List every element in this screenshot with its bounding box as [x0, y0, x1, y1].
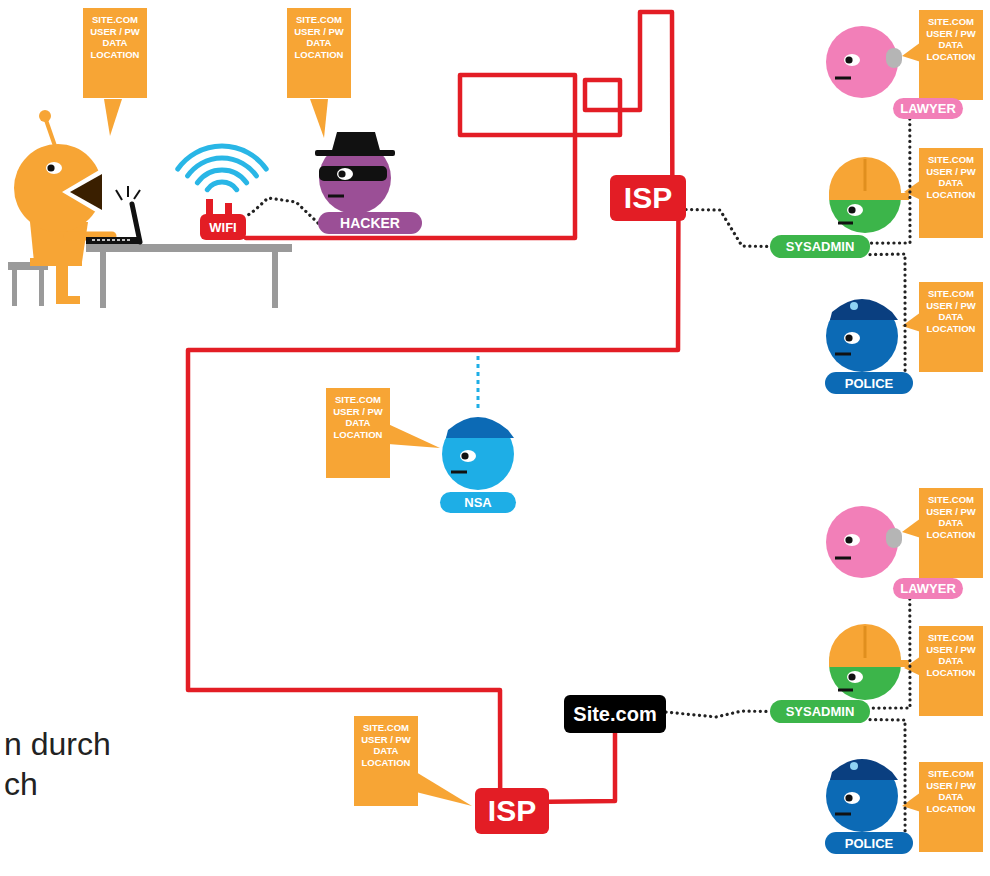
access-link	[686, 210, 770, 247]
wiretap-line	[477, 356, 480, 410]
role-label: NSA	[440, 492, 516, 513]
lawyer-figure	[826, 506, 902, 578]
police-figure	[826, 759, 898, 832]
role-label: LAWYER	[893, 578, 963, 599]
speech-bubble: SITE.COM USER / PW DATA LOCATION	[919, 148, 983, 238]
node-label: LAWYER	[900, 101, 956, 116]
bubble-text: SITE.COM USER / PW DATA LOCATION	[86, 14, 144, 60]
speech-bubble: SITE.COM USER / PW DATA LOCATION	[287, 8, 351, 98]
access-link	[246, 198, 318, 223]
node-label: Site.com	[573, 703, 656, 726]
node-label: ISP	[624, 181, 672, 215]
bubble-text: SITE.COM USER / PW DATA LOCATION	[329, 394, 387, 440]
access-link	[666, 711, 770, 717]
node-label: HACKER	[340, 215, 400, 231]
user-figure	[8, 110, 112, 306]
isp-box: ISP	[610, 175, 686, 221]
speech-bubble: SITE.COM USER / PW DATA LOCATION	[326, 388, 390, 478]
speech-bubble: SITE.COM USER / PW DATA LOCATION	[919, 282, 983, 372]
bubble-text: SITE.COM USER / PW DATA LOCATION	[922, 154, 980, 200]
hacker-figure	[315, 132, 395, 214]
node-label: POLICE	[845, 836, 893, 851]
site-box: Site.com	[564, 695, 666, 733]
node-label: SYSADMIN	[786, 704, 855, 719]
access-link	[870, 720, 905, 832]
network-cable	[188, 221, 678, 788]
node-label: SYSADMIN	[786, 239, 855, 254]
laptop	[86, 186, 140, 244]
lawyer-figure	[826, 26, 902, 98]
wifi-waves	[178, 146, 266, 190]
speech-bubble: SITE.COM USER / PW DATA LOCATION	[919, 626, 983, 716]
bubble-text: SITE.COM USER / PW DATA LOCATION	[922, 16, 980, 62]
bubble-tails	[104, 42, 921, 812]
router-box: WIFI	[200, 214, 246, 240]
access-link	[870, 599, 910, 708]
node-label: LAWYER	[900, 581, 956, 596]
bubble-text: SITE.COM USER / PW DATA LOCATION	[922, 632, 980, 678]
node-label: WIFI	[209, 220, 236, 235]
speech-bubble: SITE.COM USER / PW DATA LOCATION	[919, 10, 983, 100]
desk	[86, 244, 292, 308]
node-label: POLICE	[845, 376, 893, 391]
network-cable	[246, 12, 672, 238]
bubble-text: SITE.COM USER / PW DATA LOCATION	[357, 722, 415, 768]
sysadmin-figure	[829, 157, 909, 233]
role-label: SYSADMIN	[770, 235, 870, 258]
nsa-figure	[442, 417, 514, 490]
speech-bubble: SITE.COM USER / PW DATA LOCATION	[83, 8, 147, 98]
role-label: SYSADMIN	[770, 700, 870, 723]
bubble-text: SITE.COM USER / PW DATA LOCATION	[290, 14, 348, 60]
node-label: NSA	[464, 495, 491, 510]
sysadmin-figure	[829, 624, 909, 700]
speech-bubble: SITE.COM USER / PW DATA LOCATION	[919, 762, 983, 852]
role-label: HACKER	[318, 212, 422, 234]
police-figure	[826, 299, 898, 372]
role-label: POLICE	[825, 372, 913, 394]
cut-off-text: n durch	[4, 726, 111, 763]
bubble-text: SITE.COM USER / PW DATA LOCATION	[922, 494, 980, 540]
speech-bubble: SITE.COM USER / PW DATA LOCATION	[919, 488, 983, 578]
access-link	[870, 254, 905, 372]
role-label: LAWYER	[893, 98, 963, 119]
network-cable	[549, 733, 615, 802]
node-label: ISP	[488, 794, 536, 828]
bubble-text: SITE.COM USER / PW DATA LOCATION	[922, 288, 980, 334]
router-antennas	[206, 199, 232, 215]
bubble-text: SITE.COM USER / PW DATA LOCATION	[922, 768, 980, 814]
cut-off-text: ch	[4, 766, 38, 803]
isp-box: ISP	[475, 788, 549, 834]
role-label: POLICE	[825, 832, 913, 854]
speech-bubble: SITE.COM USER / PW DATA LOCATION	[354, 716, 418, 806]
access-link	[870, 119, 910, 243]
